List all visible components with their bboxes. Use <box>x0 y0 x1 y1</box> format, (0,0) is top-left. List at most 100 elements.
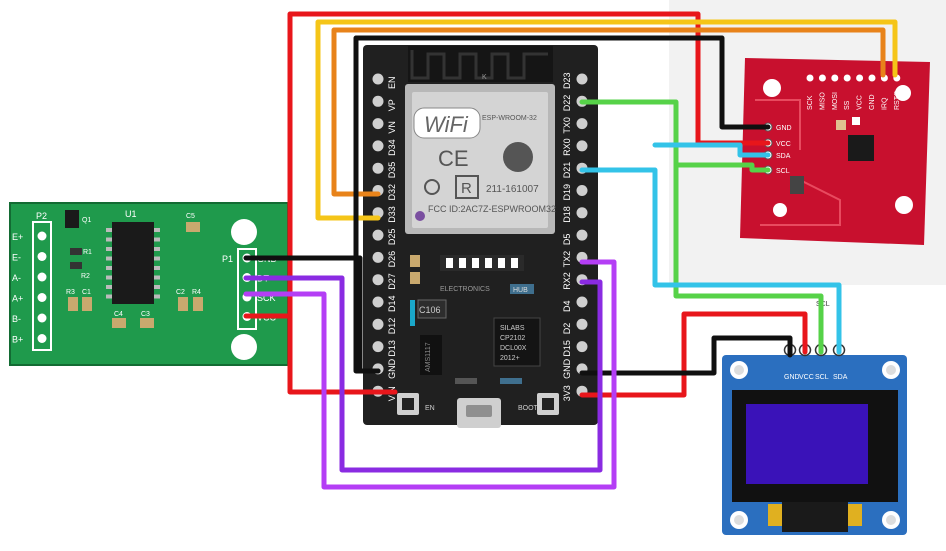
hx711-left-header-label: P2 <box>36 211 47 221</box>
esp32-right-pin-label: D19 <box>562 184 572 201</box>
hx711-left-pin-label: A- <box>12 273 21 283</box>
svg-text:2012+: 2012+ <box>500 355 520 362</box>
wire-purple-hx711-sck <box>243 259 617 490</box>
esp32-pin-hole <box>372 341 384 353</box>
wire-black-oled-gnd <box>579 335 793 376</box>
rfid-top-pin-label: MOSI <box>832 92 839 110</box>
hx711-chip <box>112 222 154 304</box>
esp32-right-pin-label: D18 <box>562 206 572 223</box>
chip-leg <box>154 285 160 289</box>
esp32-pin-hole <box>576 229 588 241</box>
antenna-area <box>408 46 553 82</box>
cert-number: 211-161007 <box>486 184 539 195</box>
hx711-left-pin-label: A+ <box>12 294 23 304</box>
esp32-right-pin-label: GND <box>562 358 572 379</box>
rfid-pin-hole <box>856 74 864 82</box>
esp32-left-pin-label: D35 <box>387 162 397 179</box>
esp32-pin-hole <box>372 140 384 152</box>
chip-pad <box>472 258 479 268</box>
esp32-left-pin-label: D25 <box>387 229 397 246</box>
wire-red-oled-vcc <box>579 311 808 398</box>
esp32-pin-hole <box>576 185 588 196</box>
capacitor-c4 <box>112 318 126 328</box>
mounting-hole <box>231 334 257 360</box>
esp32-left-pin-label: D27 <box>387 273 397 290</box>
rfid-top-pin-label: VCC <box>857 95 864 110</box>
esp32-board: K WiFi ESP-WROOM-32 CE R 211-161007 FCC … <box>363 45 598 428</box>
svg-text:AMS1117: AMS1117 <box>425 342 432 372</box>
brand-text: ELECTRONICS <box>440 286 490 293</box>
rfid-pin-hole <box>818 74 826 82</box>
esp32-right-pin-label: D4 <box>562 300 572 312</box>
wire-orange-rfid-irq <box>331 27 886 197</box>
esp32-pin-hole <box>372 274 384 286</box>
rfid-board <box>740 58 930 245</box>
en-button-label: EN <box>425 405 435 412</box>
capacitor-c5 <box>186 222 200 232</box>
rfid-top-pin-label: GND <box>869 94 876 110</box>
hx711-chip-label: U1 <box>125 209 137 219</box>
esp32-right-pin-label: 3V3 <box>562 385 572 401</box>
rfid-top-pin-label: IRQ <box>881 97 888 110</box>
cert-icon <box>424 179 440 195</box>
esp32-left-pin-label: D26 <box>387 251 397 268</box>
hx711-pin-hole <box>37 231 47 241</box>
esp32-pin-hole <box>576 341 588 353</box>
esp32-pin-hole <box>372 95 384 107</box>
capacitor-c106 <box>417 299 447 319</box>
esp32-right-pin-label: TX0 <box>562 117 572 134</box>
esp32-pin-hole <box>576 140 588 152</box>
esp32-pin-hole <box>372 162 384 174</box>
esp32-left-pin-label: D33 <box>387 206 397 223</box>
chip-pad <box>485 258 492 268</box>
esp32-right-pin-label: D15 <box>562 340 572 357</box>
chip-leg <box>154 294 160 299</box>
chip-leg <box>106 228 112 232</box>
esp32-left-pin-label: VN <box>387 121 397 134</box>
esp32-left-pin-label: VP <box>387 99 397 111</box>
chip-leg <box>154 266 160 270</box>
hx711-left-pin-label: E+ <box>12 232 23 242</box>
hx711-pin-hole <box>37 272 47 282</box>
wire-yellow-rfid-rst <box>315 19 898 221</box>
resistor-r4 <box>193 297 203 311</box>
capacitor-c3 <box>140 318 154 328</box>
hx711-right-pin-label: SCK <box>257 293 276 303</box>
svg-text:C3: C3 <box>141 311 150 318</box>
hx711-pin-hole <box>37 313 47 323</box>
rfid-top-pin-label: SCK <box>807 95 814 110</box>
svg-text:C2: C2 <box>176 289 185 296</box>
hx711-right-header-label: P1 <box>222 254 233 264</box>
svg-text:HUB: HUB <box>513 287 528 294</box>
svg-text:C1: C1 <box>82 289 91 296</box>
esp32-left-pin-label: GND <box>387 358 397 379</box>
oled-pin-label: SDA <box>833 374 848 381</box>
chip-leg <box>106 266 112 270</box>
esp32-left-pin-label: D12 <box>387 318 397 335</box>
esp32-pin-hole <box>372 296 384 308</box>
svg-text:R2: R2 <box>81 273 90 280</box>
esp32-right-pin-label: TX2 <box>562 251 572 268</box>
rfid-pin-hole <box>806 74 814 82</box>
esp32-left-pin-label: D13 <box>387 340 397 357</box>
oled-ribbon <box>782 502 848 532</box>
rfid-pin-hole <box>843 74 851 82</box>
esp32-left-pin-label: EN <box>387 76 397 89</box>
r-mark-box <box>455 175 479 199</box>
chip-leg <box>154 247 160 251</box>
svg-text:C106: C106 <box>419 305 441 315</box>
rfid-top-pin-label: RSTO <box>894 90 901 110</box>
wire-cyan-rfid-sda <box>652 142 771 158</box>
hx711-pin-hole <box>37 293 47 302</box>
fcc-id: FCC ID:2AC7Z-ESPWROOM32 <box>428 204 556 214</box>
capacitor-c2 <box>178 297 188 311</box>
chip-leg <box>154 256 160 261</box>
esp32-pin-hole <box>372 251 384 263</box>
chip-leg <box>154 275 160 280</box>
wire-cyan-sda <box>579 167 842 355</box>
espressif-logo-icon <box>503 142 533 172</box>
